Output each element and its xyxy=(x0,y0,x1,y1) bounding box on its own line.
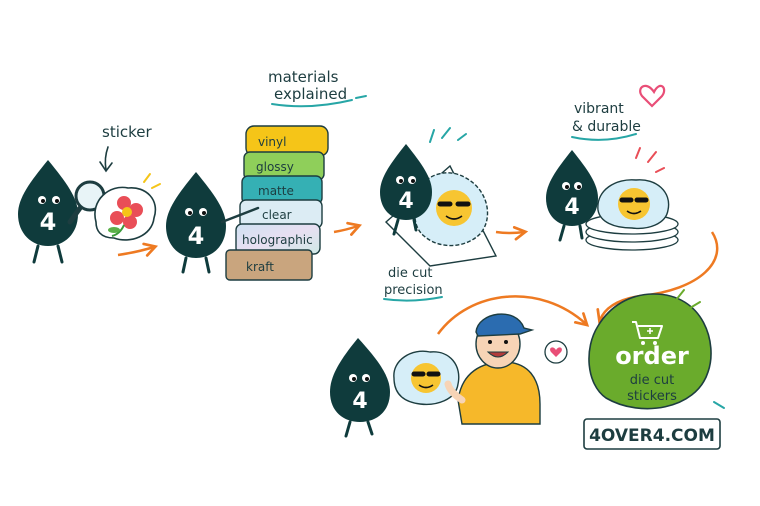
cta-line3: stickers xyxy=(627,389,677,404)
flower-sticker-icon xyxy=(94,186,157,241)
underline-mark xyxy=(383,296,443,302)
mascot-5: 4 xyxy=(330,338,390,438)
flow-arrow-3 xyxy=(495,225,529,241)
swatch-kraft xyxy=(225,249,313,281)
flow-arrow-5 xyxy=(436,295,590,335)
materials-title-line1: materials xyxy=(268,68,339,86)
mascot-glyph: 4 xyxy=(564,195,579,220)
handoff-sun-sticker-icon xyxy=(393,350,460,406)
flow-arrow-2 xyxy=(333,221,363,236)
cta-order-badge[interactable]: order die cut stickers xyxy=(588,289,725,410)
step-sticker: sticker 4 xyxy=(18,123,161,264)
step-durable: vibrant & durable 4 xyxy=(546,84,679,251)
step-die-cut: 4 die cut precision xyxy=(380,127,498,302)
url-badge[interactable]: 4OVER4.COM xyxy=(583,418,721,450)
sticker-label: sticker xyxy=(102,123,152,141)
mascot-1: 4 xyxy=(18,160,78,264)
sun-sticker-icon xyxy=(436,190,472,226)
material-label-holographic: holographic xyxy=(242,233,313,247)
url-box[interactable] xyxy=(583,418,721,450)
flow-arrow-1 xyxy=(117,242,159,257)
material-label-glossy: glossy xyxy=(256,160,294,174)
mascot-4: 4 xyxy=(546,150,598,242)
die-cut-label-line1: die cut xyxy=(388,266,432,281)
heart-icon xyxy=(639,84,666,108)
sticker-stack-icon xyxy=(585,179,679,251)
shopping-cart-icon xyxy=(632,321,663,345)
mascot-glyph: 4 xyxy=(352,389,367,414)
cta-line1: order xyxy=(615,342,689,370)
ink-drop-mascot-icon xyxy=(546,150,598,226)
underline-mark xyxy=(271,99,353,108)
mascot-2: 4 xyxy=(166,172,260,274)
ink-drop-mascot-icon xyxy=(18,160,78,246)
mascot-glyph: 4 xyxy=(188,222,205,250)
step-materials: materials explained vinyl glossy matte c… xyxy=(166,68,367,281)
cta-circle[interactable] xyxy=(588,293,712,410)
material-swatch-stack: vinyl glossy matte clear holographic kra… xyxy=(225,125,329,281)
underline-mark xyxy=(571,133,637,141)
step-customer: 4 xyxy=(330,313,568,438)
ink-drop-mascot-icon xyxy=(166,172,226,258)
mascot-3: 4 xyxy=(380,144,432,236)
durable-label-line1: vibrant xyxy=(574,101,624,117)
materials-title-line2: explained xyxy=(274,85,347,103)
material-label-kraft: kraft xyxy=(246,260,274,274)
url-text[interactable]: 4OVER4.COM xyxy=(589,426,715,446)
heart-bubble-icon xyxy=(544,340,568,364)
material-label-matte: matte xyxy=(258,184,294,198)
mascot-glyph: 4 xyxy=(40,208,57,236)
pointer-stick-icon xyxy=(220,206,260,224)
pointer-arrow-icon xyxy=(99,146,113,173)
material-label-clear: clear xyxy=(262,208,292,222)
ink-drop-mascot-icon xyxy=(380,144,432,220)
material-label-vinyl: vinyl xyxy=(258,135,286,149)
mascot-glyph: 4 xyxy=(398,189,413,214)
cta-line2: die cut xyxy=(630,373,674,388)
ink-drop-mascot-icon xyxy=(330,338,390,422)
durable-label-line2: & durable xyxy=(572,119,641,135)
die-cut-label-line2: precision xyxy=(384,283,443,298)
happy-customer-icon xyxy=(444,313,541,425)
